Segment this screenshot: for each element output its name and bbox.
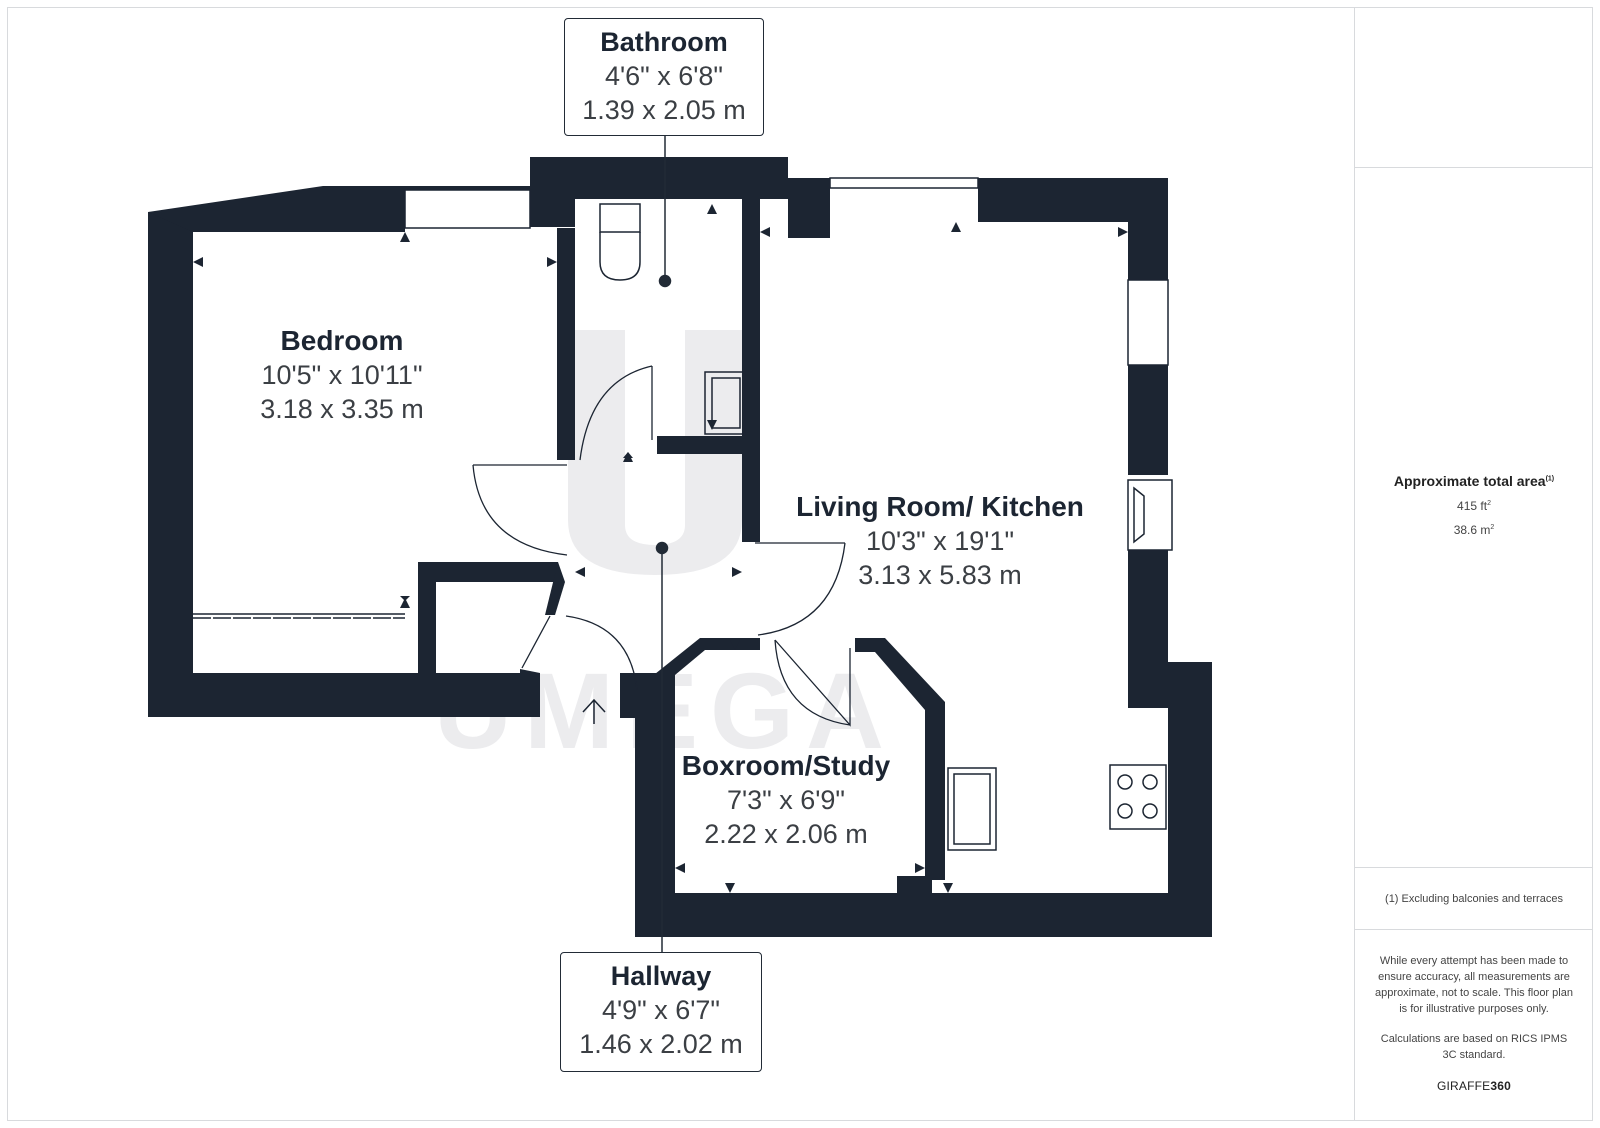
room-imperial: 4'9" x 6'7"	[601, 995, 721, 1025]
toilet-cistern	[599, 203, 641, 233]
floor-plan: UMEGA	[148, 136, 1212, 952]
squared-marker: 2	[1487, 500, 1491, 507]
divider	[1355, 167, 1593, 168]
walls	[148, 157, 1212, 937]
squared-marker: 2	[1490, 524, 1495, 531]
bathroom-sink	[704, 371, 746, 435]
room-metric: 2.22 x 2.06 m	[704, 819, 868, 849]
room-label-boxroom: Boxroom/Study 7'3" x 6'9" 2.22 x 2.06 m	[682, 749, 890, 851]
area-summary: Approximate total area(1) 415 ft2 38.6 m…	[1355, 473, 1593, 541]
windows	[404, 177, 1169, 366]
entrance-arrow-icon	[582, 698, 606, 724]
page-frame	[7, 7, 1593, 1121]
calculation-note: Calculations are based on RICS IPMS 3C s…	[1380, 1033, 1568, 1061]
divider	[1355, 867, 1593, 868]
room-metric: 3.18 x 3.35 m	[260, 394, 424, 424]
callout-hallway: Hallway 4'9" x 6'7" 1.46 x 2.02 m	[560, 952, 762, 1072]
area-imperial: 415 ft2	[1355, 493, 1593, 517]
callout-leaders	[655, 136, 672, 952]
callout-bathroom: Bathroom 4'6" x 6'8" 1.39 x 2.05 m	[564, 18, 764, 136]
divider	[1355, 929, 1593, 930]
area-title-text: Approximate total area	[1393, 473, 1546, 489]
toilet-bowl	[599, 232, 641, 281]
fixtures	[193, 203, 1173, 851]
disclaimer: While every attempt has been made to ens…	[1375, 955, 1573, 1015]
room-name: Bathroom	[600, 27, 728, 57]
room-imperial: 4'6" x 6'8"	[604, 61, 724, 91]
footnote: (1) Excluding balconies and terraces	[1385, 893, 1563, 905]
area-note-marker: (1)	[1545, 475, 1555, 483]
doors	[472, 365, 851, 727]
room-name: Bedroom	[280, 325, 404, 356]
kitchen-sink	[947, 767, 997, 851]
room-label-living-kitchen: Living Room/ Kitchen 10'3" x 19'1" 3.13 …	[796, 490, 1084, 592]
dimension-markers	[193, 204, 1128, 893]
room-metric: 1.39 x 2.05 m	[582, 95, 746, 125]
brand-light: GIRAFFE	[1436, 1079, 1491, 1093]
room-name: Boxroom/Study	[681, 750, 891, 781]
room-name: Living Room/ Kitchen	[796, 491, 1084, 522]
room-metric: 1.46 x 2.02 m	[579, 1029, 743, 1059]
info-sidebar: Approximate total area(1) 415 ft2 38.6 m…	[1354, 7, 1593, 1121]
room-metric: 3.13 x 5.83 m	[858, 560, 1022, 590]
area-m-text: 38.6 m	[1453, 523, 1491, 537]
brand-logo: GIRAFFE360	[1355, 1079, 1593, 1093]
area-metric: 38.6 m2	[1355, 517, 1593, 541]
brand-bold: 360	[1490, 1079, 1512, 1093]
room-name: Hallway	[610, 961, 712, 991]
room-imperial: 7'3" x 6'9"	[726, 785, 846, 815]
room-label-bedroom: Bedroom 10'5" x 10'11" 3.18 x 3.35 m	[260, 324, 424, 426]
room-imperial: 10'5" x 10'11"	[261, 360, 423, 390]
hob	[1109, 764, 1167, 830]
area-ft-text: 415 ft	[1457, 499, 1488, 513]
fireplace	[1127, 479, 1173, 551]
room-imperial: 10'3" x 19'1"	[865, 526, 1015, 556]
area-title: Approximate total area(1)	[1355, 473, 1593, 489]
